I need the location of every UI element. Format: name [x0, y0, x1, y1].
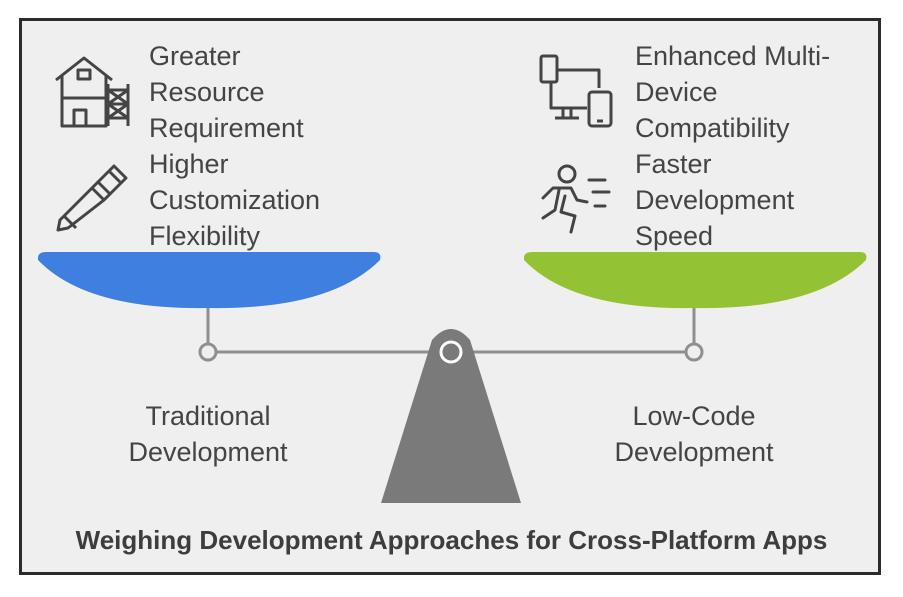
diagram-title: Weighing Development Approaches for Cros…: [75, 525, 828, 555]
left-item-2-text: Higher Customization Flexibility: [149, 149, 321, 251]
right-item-1-text: Enhanced Multi- Device Compatibility: [635, 41, 831, 143]
fulcrum-pivot: [439, 340, 463, 364]
running-person-icon: [541, 164, 611, 234]
right-item-2-text: Faster Development Speed: [635, 149, 795, 251]
left-side-label: Traditional Development: [128, 401, 288, 467]
left-item-1-text: Greater Resource Requirement: [149, 41, 304, 143]
left-pan: [38, 252, 381, 309]
fulcrum: [381, 329, 521, 503]
multi-device-icon: [539, 54, 613, 128]
right-pan: [524, 252, 867, 309]
right-pivot: [684, 342, 704, 362]
left-pivot: [198, 342, 218, 362]
construction-house-icon: [55, 56, 130, 128]
chisel-tool-icon: [56, 164, 128, 232]
right-side-label: Low-Code Development: [614, 401, 774, 467]
